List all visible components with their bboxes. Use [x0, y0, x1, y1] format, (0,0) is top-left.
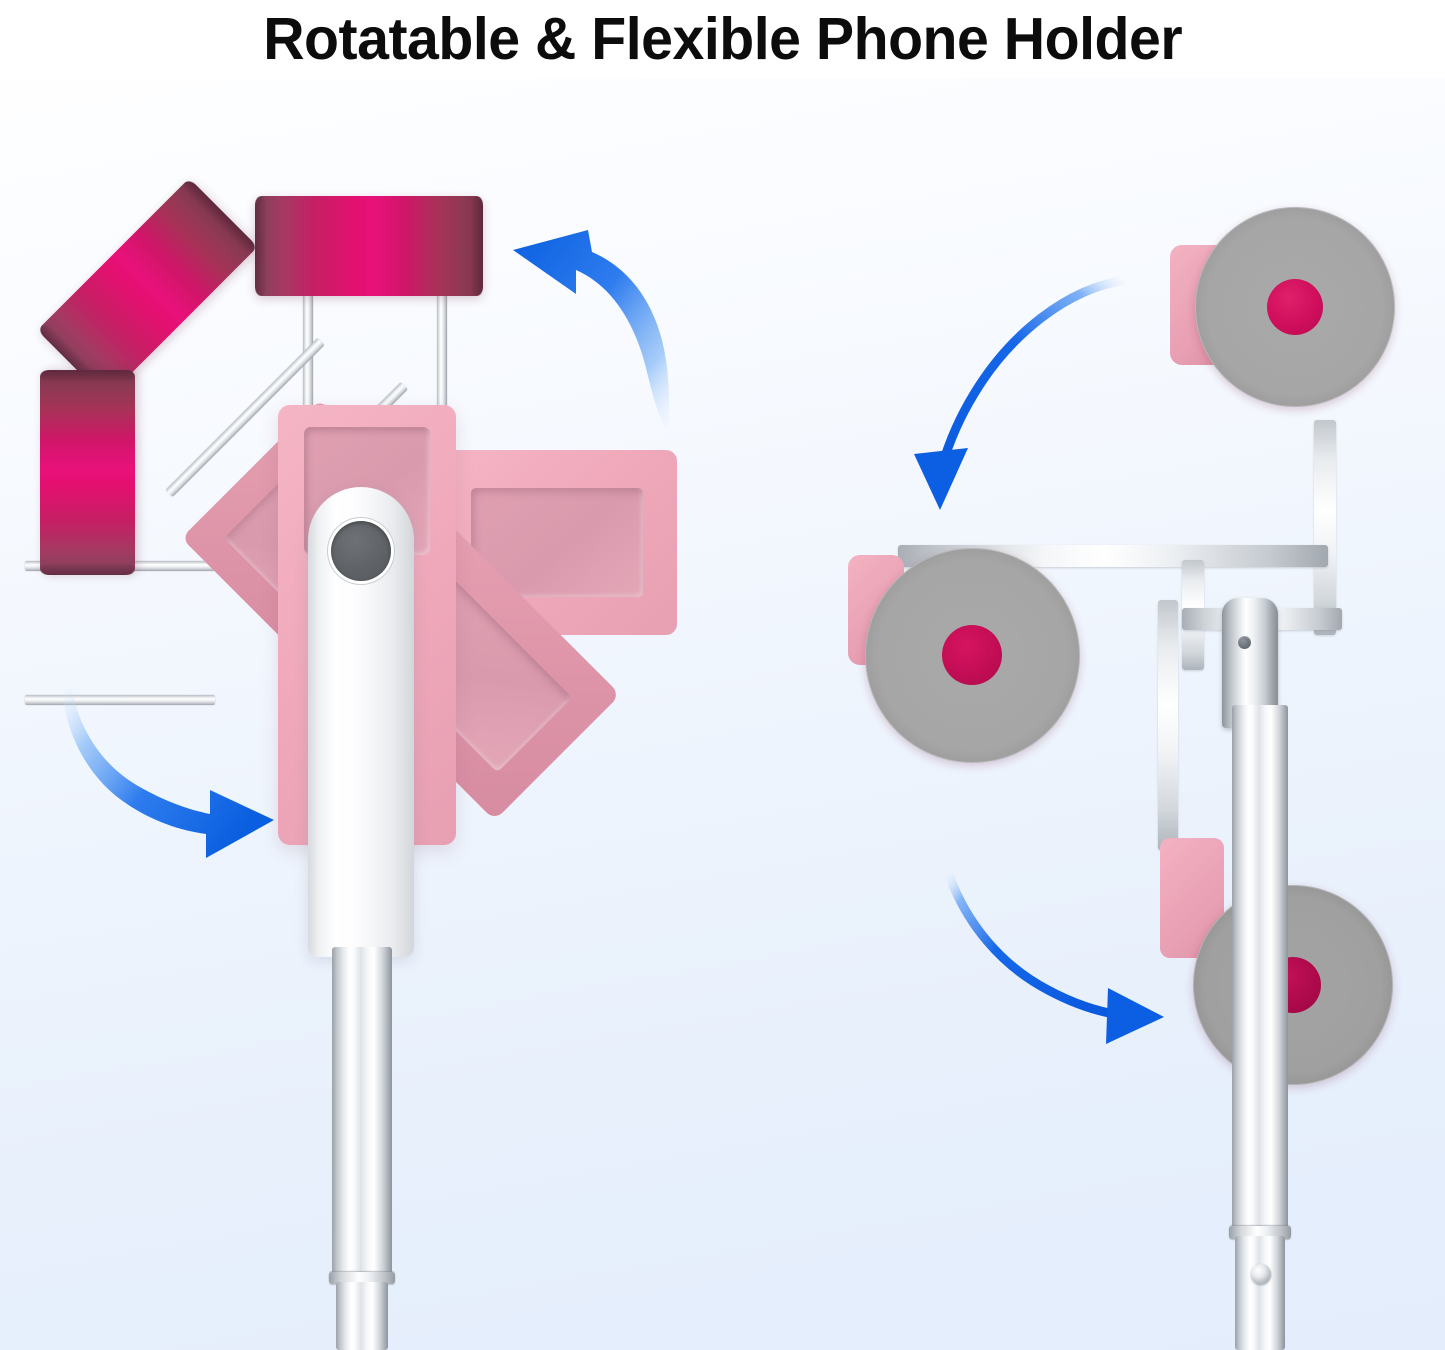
magnet-disc-top [255, 196, 483, 296]
pole-joint-collar [329, 1272, 395, 1284]
arrow-rotate-down [62, 688, 274, 858]
support-plate [1158, 600, 1178, 850]
white-handle-body [308, 487, 414, 957]
magnet-disc-middle-center [942, 625, 1002, 685]
pole-lock-pin[interactable] [1251, 1264, 1271, 1284]
right-illustration-panel [730, 0, 1445, 1350]
arrow-fold-down [914, 275, 1131, 510]
telescoping-pole-lower [336, 1282, 388, 1350]
left-illustration-panel [25, 178, 677, 1350]
page-title: Rotatable & Flexible Phone Holder [263, 6, 1182, 72]
title-bar: Rotatable & Flexible Phone Holder [0, 0, 1445, 78]
telescoping-pole-upper-right [1232, 705, 1288, 1230]
magnet-disc-left [40, 370, 135, 575]
release-button[interactable] [331, 521, 391, 581]
pole-joint-collar-right [1229, 1226, 1291, 1239]
swivel-arm-upper-stem [1314, 420, 1336, 635]
arrow-swing-down [943, 867, 1164, 1044]
magnet-disc-diagonal [37, 178, 258, 399]
telescoping-pole-upper [332, 947, 392, 1277]
telescoping-pole-lower-right [1235, 1236, 1285, 1350]
arrow-rotate-up [513, 230, 670, 432]
magnet-disc-upper-center [1267, 279, 1323, 335]
pivot-screw-icon [1238, 636, 1251, 649]
connector-rod-top-b [437, 268, 447, 438]
